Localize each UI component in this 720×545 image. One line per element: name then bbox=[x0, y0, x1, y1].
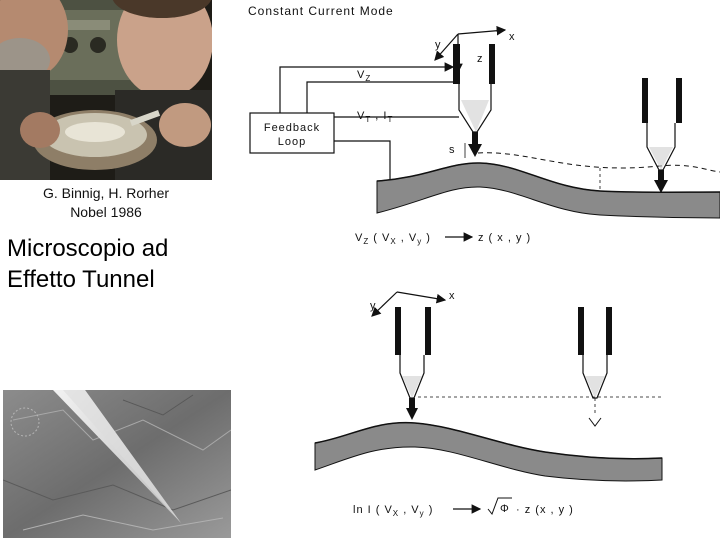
sample-surface-top bbox=[376, 162, 720, 219]
bottom-axes: x y bbox=[370, 290, 456, 317]
slide-title: Microscopio ad Effetto Tunnel bbox=[7, 233, 168, 295]
svg-text:z ( x , y ): z ( x , y ) bbox=[478, 232, 531, 244]
axis-x-label-bottom: x bbox=[449, 290, 456, 302]
tip-trajectory-top bbox=[477, 152, 720, 173]
equation-2: ln I ( VX , Vy ) Φ · z (x , y ) bbox=[353, 497, 574, 518]
tip-apex bbox=[468, 144, 482, 157]
feedback-label-2: Loop bbox=[278, 136, 306, 148]
title-line-2: Effetto Tunnel bbox=[7, 266, 155, 293]
caption-names: G. Binnig, H. Rorher bbox=[42, 185, 170, 201]
caption-year: Nobel 1986 bbox=[70, 204, 142, 220]
svg-text:ln I ( VX , Vy ): ln I ( VX , Vy ) bbox=[353, 504, 433, 518]
feedback-label-1: Feedback bbox=[264, 122, 320, 134]
svg-text:· z (x , y ): · z (x , y ) bbox=[516, 504, 574, 516]
title-line-1: Microscopio ad bbox=[7, 235, 169, 262]
equation-1: VZ ( VX , Vy ) z ( x , y ) bbox=[355, 232, 531, 246]
axis-y-label-bottom: y bbox=[370, 300, 377, 312]
scientists-photo bbox=[0, 0, 213, 180]
top-axes: x y z bbox=[434, 25, 516, 74]
axis-x-label: x bbox=[509, 31, 516, 43]
axis-y-label: y bbox=[435, 39, 442, 51]
gap-label: s bbox=[449, 144, 456, 156]
svg-text:VZ ( VX , Vy ): VZ ( VX , Vy ) bbox=[355, 232, 431, 246]
piezo-rod-left bbox=[453, 44, 460, 84]
sample-surface-bottom bbox=[314, 422, 663, 482]
stm-tip-micrograph bbox=[2, 390, 232, 538]
axis-z-label: z bbox=[477, 53, 484, 65]
photo-caption: G. Binnig, H. Rorher Nobel 1986 bbox=[0, 184, 212, 222]
feedback-loop-box bbox=[249, 112, 335, 154]
diagram-header: Constant Current Mode bbox=[248, 4, 394, 18]
phi-symbol: Φ bbox=[500, 503, 510, 515]
stm-constant-current-diagram: Constant Current Mode x y z Feedback Loo… bbox=[240, 0, 720, 540]
vt-it-label: VT , IT bbox=[357, 110, 393, 124]
vz-label: VZ bbox=[357, 69, 371, 83]
piezo-rod-right bbox=[489, 44, 495, 84]
